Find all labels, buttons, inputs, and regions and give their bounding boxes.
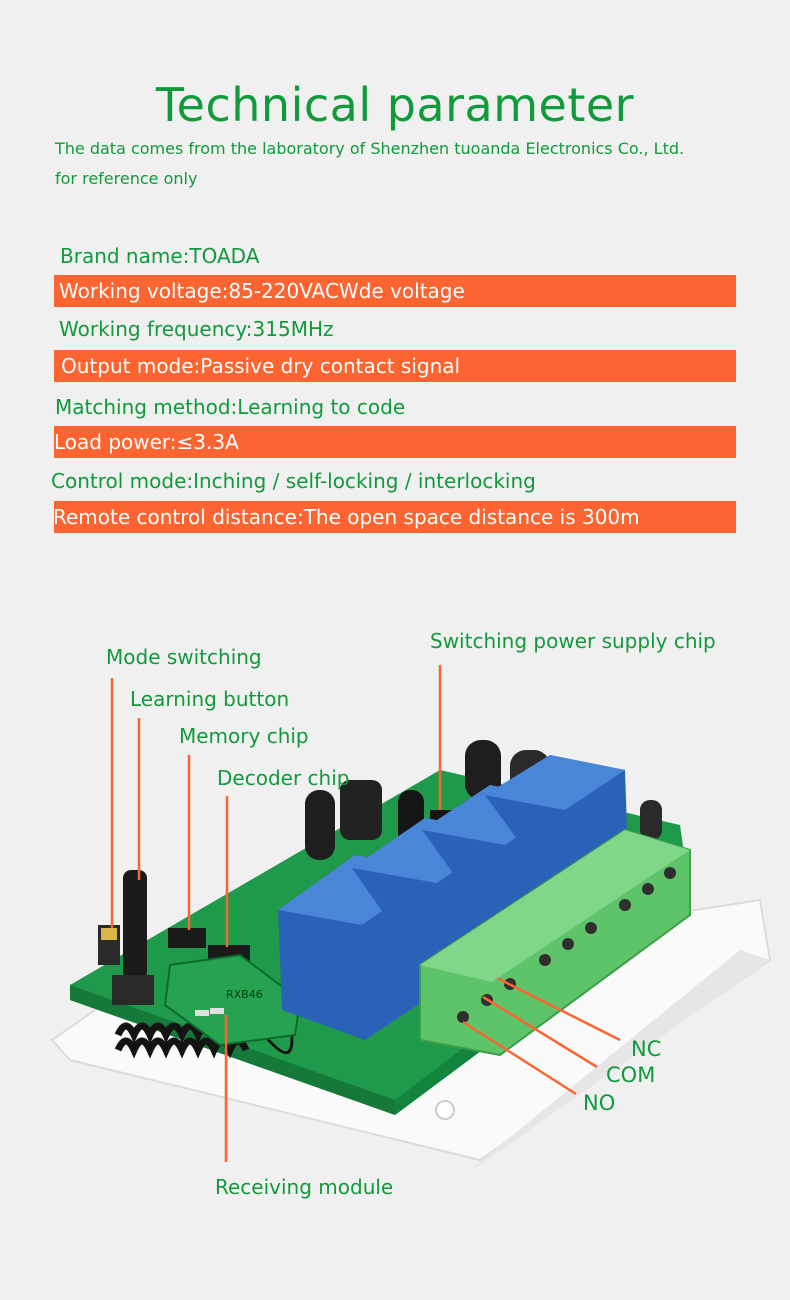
learning-button bbox=[112, 870, 154, 1005]
memory-chip bbox=[168, 928, 206, 948]
receiving-module-marking: RXB46 bbox=[226, 988, 263, 1001]
callout-decoder-chip: Decoder chip bbox=[217, 766, 350, 790]
callout-power-supply-chip: Switching power supply chip bbox=[430, 629, 716, 653]
page-title: Technical parameter bbox=[155, 78, 635, 132]
spec-frequency: Working frequency:315MHz bbox=[59, 317, 334, 341]
spec-load: Load power:≤3.3A bbox=[54, 430, 239, 454]
leader-lines bbox=[110, 665, 621, 1162]
spec-output: Output mode:Passive dry contact signal bbox=[61, 354, 461, 378]
callout-com: COM bbox=[606, 1063, 656, 1087]
spec-distance: Remote control distance:The open space d… bbox=[53, 505, 640, 529]
spec-voltage: Working voltage:85-220VACWde voltage bbox=[59, 279, 465, 303]
mode-jumper bbox=[98, 925, 120, 965]
spec-bar-voltage: Working voltage:85-220VACWde voltage bbox=[54, 275, 736, 307]
spec-control: Control mode:Inching / self-locking / in… bbox=[51, 469, 536, 493]
callout-mode-switching: Mode switching bbox=[106, 645, 262, 669]
relays bbox=[278, 755, 628, 1040]
callout-receiving-module: Receiving module bbox=[215, 1175, 394, 1199]
receiving-module bbox=[163, 953, 302, 1047]
spec-bar-load: Load power:≤3.3A bbox=[54, 426, 736, 458]
callout-memory-chip: Memory chip bbox=[179, 724, 309, 748]
callout-nc: NC bbox=[631, 1037, 662, 1061]
spec-brand: Brand name:TOADA bbox=[60, 244, 260, 268]
spec-matching: Matching method:Learning to code bbox=[55, 395, 406, 419]
subtitle-source: The data comes from the laboratory of Sh… bbox=[55, 139, 685, 158]
spec-bar-distance: Remote control distance:The open space d… bbox=[53, 501, 736, 533]
spec-bar-output: Output mode:Passive dry contact signal bbox=[54, 350, 736, 382]
callout-no: NO bbox=[583, 1091, 616, 1115]
callout-learning-button: Learning button bbox=[130, 687, 290, 711]
subtitle-reference: for reference only bbox=[55, 169, 198, 188]
